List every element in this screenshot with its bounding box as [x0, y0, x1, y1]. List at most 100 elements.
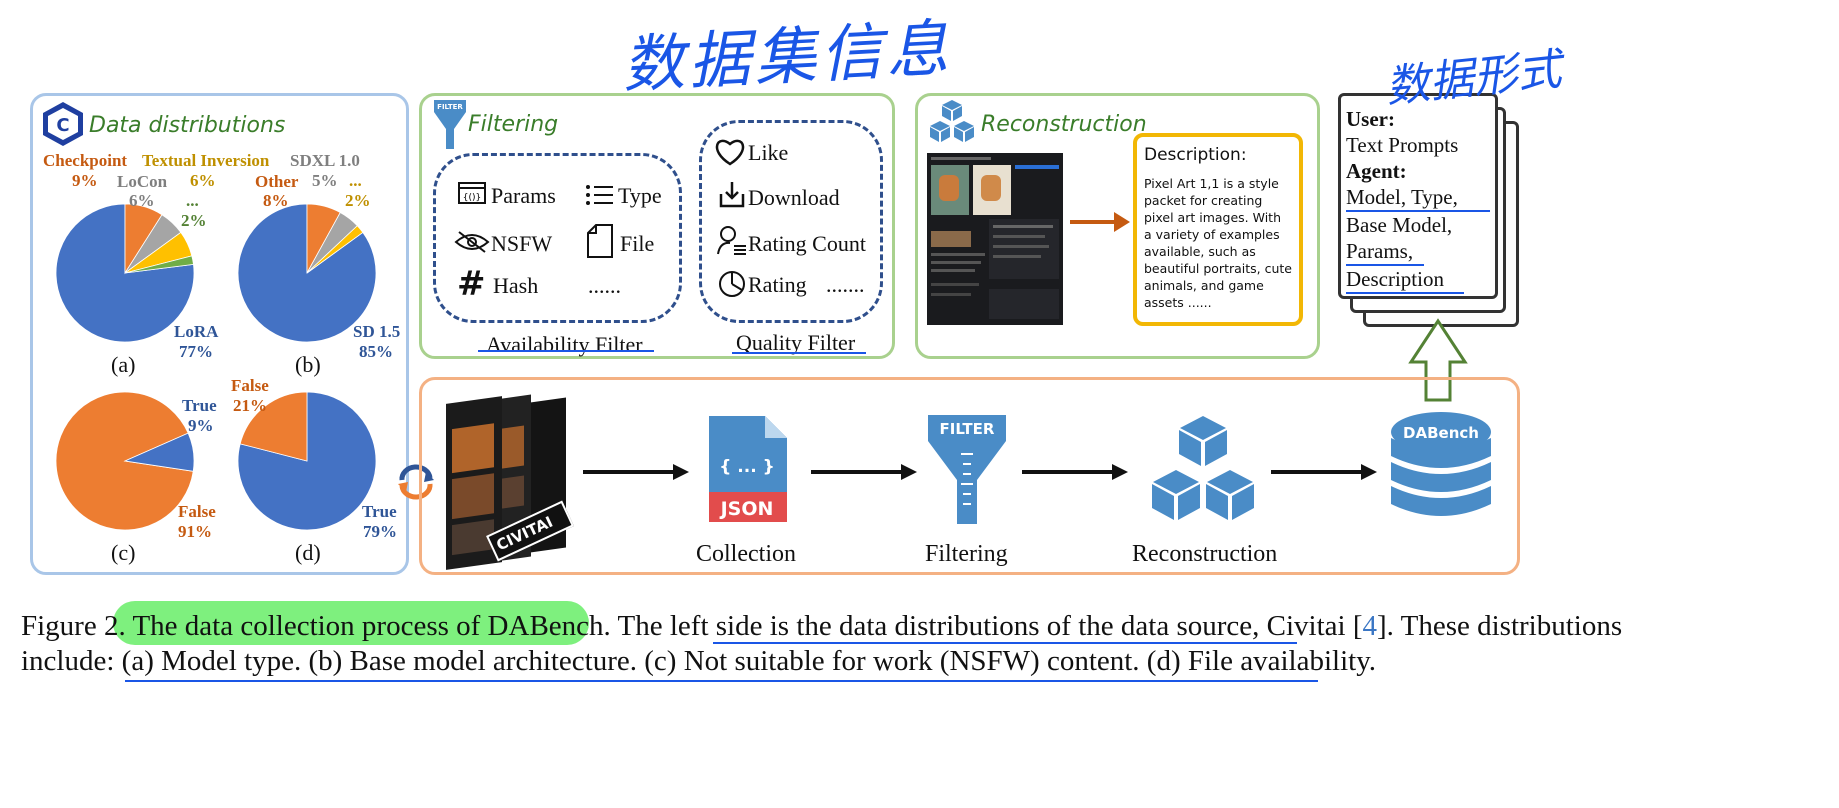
handwritten-note-dataset-info: 数据集信息	[620, 11, 954, 102]
label-other-arch: Other	[255, 172, 299, 191]
heart-icon	[715, 139, 745, 166]
label-arch-dots-pct: 2%	[345, 191, 371, 210]
quality-underline	[732, 352, 866, 354]
caption-highlight	[113, 601, 589, 645]
user-rating-count-icon	[717, 226, 746, 255]
availability-filter-box	[433, 153, 682, 323]
availability-underline	[478, 350, 654, 352]
availability-filter-label: Availability Filter	[486, 332, 643, 357]
caption-underline-2	[125, 680, 1318, 682]
caption-c: (c)	[111, 540, 136, 565]
filtering-panel	[419, 93, 895, 359]
label-nsfw-true: True	[182, 396, 217, 415]
model-page-screenshot	[927, 153, 1063, 325]
filter-item-nsfw: NSFW	[491, 231, 553, 256]
label-locon-pct: 6%	[129, 191, 155, 210]
svg-text:{ ... }: { ... }	[719, 457, 774, 477]
hash-icon: #	[457, 264, 486, 304]
params-icon: {()}	[458, 182, 486, 204]
pipeline-arrow-4	[1271, 464, 1377, 480]
pie-chart-a	[55, 203, 195, 343]
orange-arrow-icon	[1070, 212, 1130, 232]
label-nsfw-true-pct: 9%	[188, 416, 214, 435]
label-sd15-pct: 85%	[359, 342, 393, 361]
label-file-true-pct: 79%	[363, 522, 397, 541]
svg-text:JSON: JSON	[719, 498, 774, 520]
label-lora-pct: 77%	[179, 342, 213, 361]
cubes-icon	[930, 100, 974, 142]
pie-slice-	[306, 225, 364, 274]
type-list-icon	[586, 185, 613, 205]
step-label-filtering: Filtering	[925, 541, 1008, 567]
label-sd15: SD 1.5	[353, 322, 401, 341]
svg-text:C: C	[56, 115, 69, 136]
step-label-collection: Collection	[696, 541, 796, 567]
pie-slice-false	[239, 391, 308, 462]
quality-filter-box	[699, 120, 883, 323]
agent-line: Params,	[1346, 238, 1424, 266]
filter-item-rating: Rating	[748, 272, 807, 297]
data-distributions-panel	[30, 93, 409, 575]
filter-item-params: Params	[491, 183, 556, 208]
svg-text:{()}: {()}	[463, 193, 481, 203]
svg-text:FILTER: FILTER	[940, 420, 995, 438]
label-ti-pct: 6%	[190, 171, 216, 190]
citation-link[interactable]: 4	[1362, 610, 1377, 642]
caption-figure-number: Figure 2.	[21, 610, 126, 642]
label-file-false: False	[231, 376, 269, 395]
label-arch-dots: ...	[349, 171, 362, 190]
description-box: Description: Pixel Art 1,1 is a style pa…	[1133, 133, 1303, 326]
label-textual-inversion: Textual Inversion	[142, 151, 270, 170]
svg-text:FILTER: FILTER	[437, 103, 463, 111]
cubes-large-icon	[1152, 416, 1254, 520]
figure-caption-line1: Figure 2. The data collection process of…	[21, 610, 1622, 643]
filter-item-file: File	[620, 231, 655, 256]
filter-funnel-icon: FILTER	[434, 100, 466, 149]
eye-slash-icon	[454, 231, 490, 253]
filter-item-download: Download	[748, 185, 840, 210]
pie-rating-icon	[719, 271, 745, 297]
reconstruction-title: Reconstruction	[981, 112, 1147, 137]
label-sdxl: SDXL 1.0	[290, 151, 360, 170]
user-value: Text Prompts	[1346, 133, 1459, 157]
filter-item-more-quality: .......	[826, 272, 865, 297]
label-file-true: True	[362, 502, 397, 521]
pie-chart-d	[237, 391, 377, 531]
up-arrow-icon	[1408, 318, 1468, 402]
filter-funnel-large-icon: FILTER	[928, 415, 1006, 524]
link-arrows-icon	[398, 464, 434, 500]
data-format-card: User: Text Prompts Agent: Model, Type, B…	[1338, 93, 1498, 299]
json-file-icon: { ... } JSON	[709, 416, 787, 522]
filtering-title: Filtering	[468, 112, 559, 137]
filter-item-rating-count: Rating Count	[748, 231, 866, 256]
filter-item-more-availability: ......	[588, 273, 621, 298]
agent-line: Model, Type,	[1346, 184, 1490, 212]
caption-end-text: ]. These distributions	[1376, 610, 1623, 642]
caption-underline-1	[713, 642, 1297, 644]
label-other-type-pct: 2%	[181, 211, 207, 230]
label-sdxl-pct: 5%	[312, 171, 338, 190]
pipeline-arrow-3	[1022, 464, 1128, 480]
label-file-false-pct: 21%	[233, 396, 267, 415]
filter-item-like: Like	[748, 140, 789, 165]
civitai-logo-icon: C	[43, 102, 83, 146]
quality-filter-label: Quality Filter	[736, 330, 856, 355]
label-nsfw-false: False	[178, 502, 216, 521]
pipeline-arrow-2	[811, 464, 917, 480]
caption-a: (a)	[111, 352, 136, 377]
pipeline-panel	[419, 377, 1520, 575]
caption-highlighted-text: The data collection process of DABench.	[132, 610, 611, 642]
label-checkpoint: Checkpoint	[43, 151, 128, 170]
label-lora: LoRA	[174, 322, 219, 341]
label-nsfw-false-pct: 91%	[178, 522, 212, 541]
caption-b: (b)	[295, 352, 321, 377]
user-label: User:	[1346, 107, 1395, 131]
pie-chart-c	[55, 391, 195, 531]
label-checkpoint-pct: 9%	[72, 171, 98, 190]
pie-slice-	[124, 255, 194, 274]
agent-line: Description	[1346, 266, 1464, 294]
agent-label: Agent:	[1346, 159, 1407, 183]
svg-text:DABench: DABench	[1403, 424, 1479, 442]
pie-slice-true	[123, 432, 195, 472]
label-other-type-dots: ...	[186, 191, 199, 210]
